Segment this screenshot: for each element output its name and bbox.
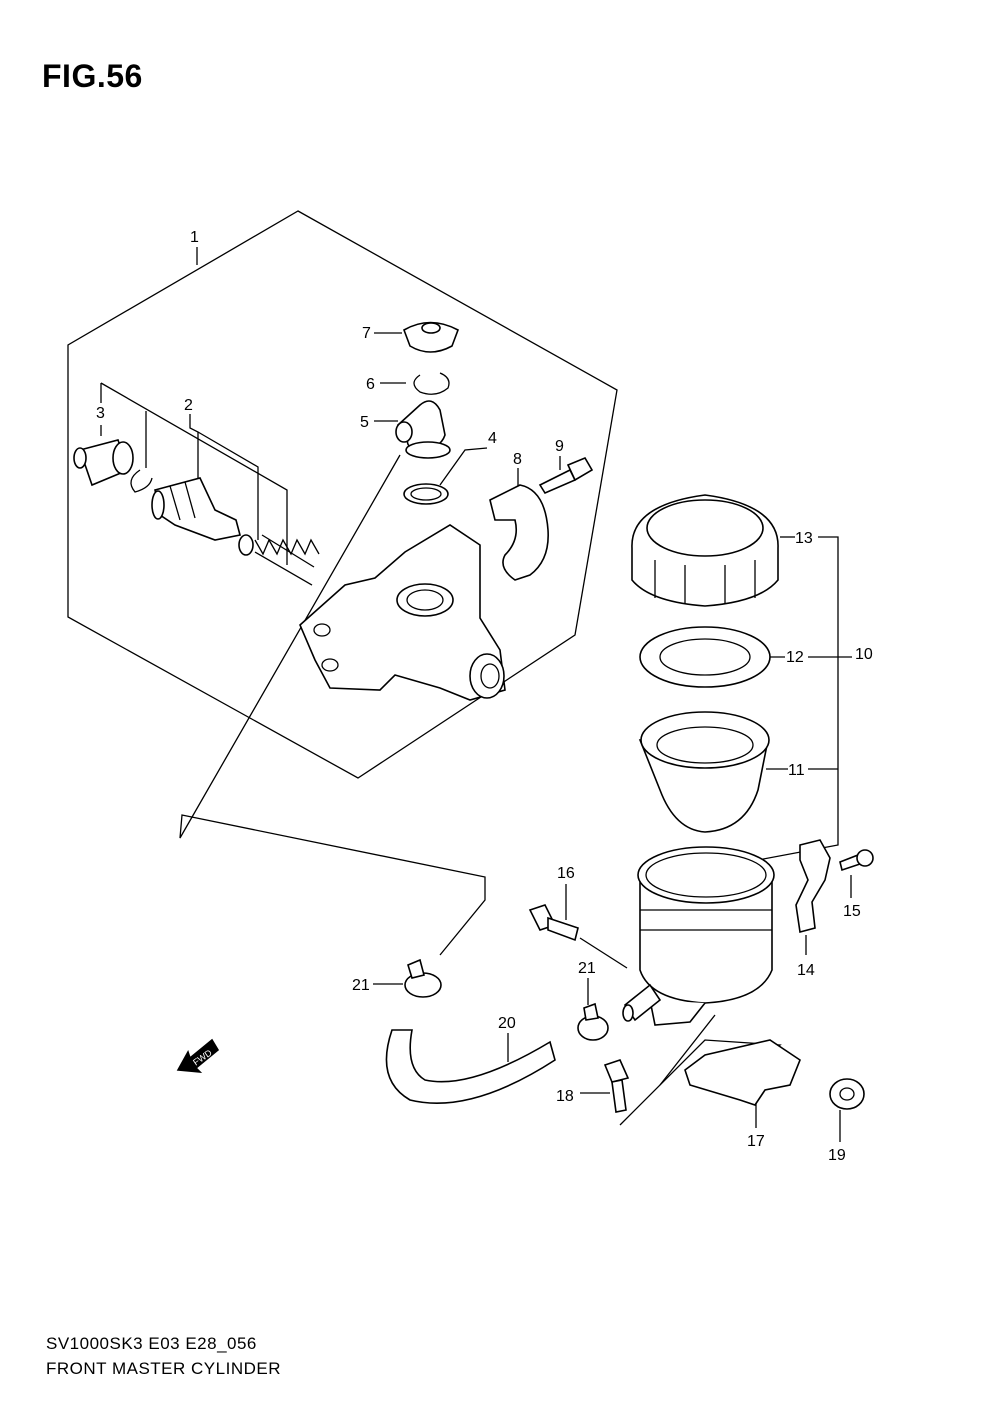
reservoir-bracket-icon[interactable]	[795, 839, 831, 934]
leader-lines	[100, 247, 852, 1142]
spring-icon[interactable]	[238, 534, 320, 586]
callout-19[interactable]: 19	[828, 1147, 846, 1164]
callout-18[interactable]: 18	[556, 1088, 574, 1105]
screw-icon[interactable]	[839, 849, 874, 872]
figure-name: FRONT MASTER CYLINDER	[46, 1359, 281, 1378]
bolt-icon[interactable]	[538, 456, 594, 495]
reservoir-cap-icon[interactable]	[631, 494, 779, 607]
model-code: SV1000SK3 E03 E28_056	[46, 1334, 257, 1353]
figure-title: FIG.56	[42, 58, 143, 94]
reservoir-bolt-icon[interactable]	[528, 904, 579, 942]
callout-10[interactable]: 10	[855, 646, 873, 663]
reservoir-icon[interactable]	[622, 846, 775, 1026]
bracket-bolt-icon[interactable]	[603, 1059, 630, 1113]
clamp-holder-icon[interactable]	[489, 484, 549, 581]
o-ring-icon[interactable]	[403, 483, 449, 505]
mounting-bracket-icon[interactable]	[684, 1039, 801, 1106]
callout-3[interactable]: 3	[96, 405, 105, 422]
callout-13[interactable]: 13	[795, 530, 813, 547]
piston-icon[interactable]	[151, 477, 241, 541]
callout-4[interactable]: 4	[488, 430, 497, 447]
callout-17[interactable]: 17	[747, 1133, 765, 1150]
hose-clip-icon[interactable]	[577, 1002, 609, 1041]
callout-15[interactable]: 15	[843, 903, 861, 920]
callout-21a[interactable]: 21	[352, 977, 370, 994]
piston-boot-icon[interactable]	[73, 439, 134, 487]
boot-icon[interactable]	[403, 321, 459, 353]
callout-21b[interactable]: 21	[578, 960, 596, 977]
diaphragm-plate-icon[interactable]	[639, 626, 771, 688]
circlip-icon[interactable]	[413, 372, 450, 395]
callout-9[interactable]: 9	[555, 438, 564, 455]
callout-5[interactable]: 5	[360, 414, 369, 431]
circlip-small-icon[interactable]	[130, 469, 153, 493]
callout-11[interactable]: 11	[788, 762, 805, 779]
fwd-arrow-icon: FWD	[176, 1038, 220, 1073]
callout-1[interactable]: 1	[190, 229, 199, 246]
master-cylinder-body-icon[interactable]	[299, 524, 506, 701]
assembly-outline	[67, 210, 618, 779]
callout-12[interactable]: 12	[786, 649, 804, 666]
callout-2[interactable]: 2	[184, 397, 193, 414]
callout-6[interactable]: 6	[366, 376, 375, 393]
diaphragm-icon[interactable]	[638, 711, 770, 833]
nut-icon[interactable]	[829, 1078, 865, 1110]
callout-20[interactable]: 20	[498, 1015, 516, 1032]
hose-clip-icon[interactable]	[404, 958, 442, 998]
callout-16[interactable]: 16	[557, 865, 575, 882]
hose-icon[interactable]	[385, 1029, 556, 1104]
callout-7[interactable]: 7	[362, 325, 371, 342]
callout-14[interactable]: 14	[797, 962, 815, 979]
callout-8[interactable]: 8	[513, 451, 522, 468]
hose-joint-icon[interactable]	[395, 400, 451, 459]
